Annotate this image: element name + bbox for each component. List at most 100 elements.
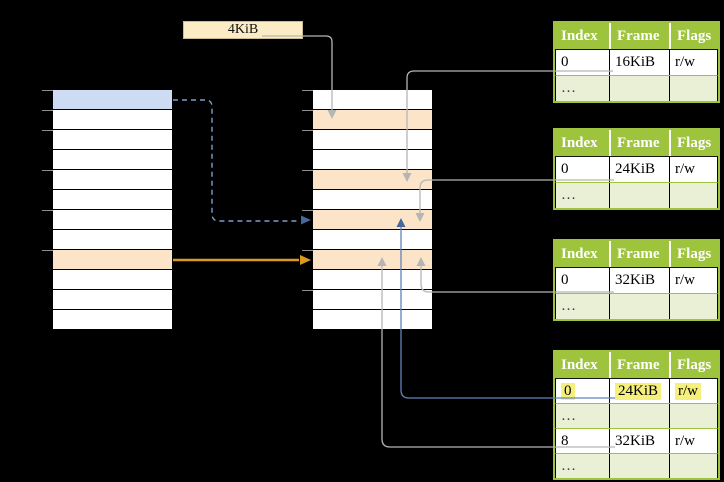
physical-memory-row-white (313, 150, 432, 170)
virtual-memory-row-white (53, 270, 172, 290)
virtual-memory-row-blue (53, 90, 172, 110)
page-table-cell: 16KiB (609, 50, 669, 75)
table-header-index: Index (561, 245, 598, 262)
page-table-cell: r/w (669, 379, 717, 403)
arrow-orange-mapping-head (300, 255, 311, 265)
virtual-memory-row-orange (53, 250, 172, 270)
address-tick (302, 210, 313, 211)
page-table-cell: 0 (561, 272, 569, 288)
physical-memory-row-orange (313, 170, 432, 190)
address-tick (302, 170, 313, 171)
table-header-frame: Frame (609, 130, 669, 156)
table-header-flags: Flags (669, 130, 718, 156)
arrow-dashed-blue-mapping (173, 99, 311, 225)
highlighted-value: 24KiB (615, 382, 662, 400)
page-table-cell: 0 (556, 379, 609, 403)
page-table-cell: … (561, 407, 576, 424)
physical-memory-row-white (313, 190, 432, 210)
page-table-cell: … (561, 457, 576, 474)
physical-memory-row-orange (313, 250, 432, 270)
virtual-memory-column (53, 90, 172, 330)
virtual-memory-row-white (53, 110, 172, 130)
physical-memory-row-white (313, 130, 432, 150)
page-table-cell: r/w (669, 429, 717, 453)
page-table-row: 0 24KiB r/w (555, 378, 718, 403)
physical-memory-row-orange (313, 110, 432, 130)
page-table-cell: … (561, 80, 576, 96)
address-tick (42, 90, 53, 91)
table-header-frame: Frame (609, 352, 669, 378)
page-table-cell: … (561, 298, 576, 314)
arrow-dashed-blue-mapping-head (301, 215, 311, 225)
page-size-label: 4KiB (183, 21, 303, 39)
address-tick (42, 170, 53, 171)
page-table-cell: … (561, 187, 576, 203)
address-tick (302, 250, 313, 251)
arrow-orange-mapping (173, 255, 311, 265)
page-table-cell: 32KiB (609, 429, 669, 453)
address-tick (42, 130, 53, 131)
page-table-cell (609, 76, 669, 101)
table-header-frame: Frame (609, 23, 669, 49)
page-table-cell (609, 404, 669, 428)
virtual-memory-row-white (53, 130, 172, 150)
virtual-memory-row-white (53, 290, 172, 310)
table-header-flags: Flags (669, 23, 718, 49)
page-table-cell: 24KiB (609, 379, 669, 403)
page-table-cell: r/w (669, 268, 717, 293)
page-table-cell (669, 183, 717, 208)
page-table-cell (609, 183, 669, 208)
page-table-cell: r/w (669, 50, 717, 75)
table-header-index: Index (561, 356, 598, 373)
address-tick (302, 290, 313, 291)
page-table-row: … (555, 403, 718, 428)
page-table-cell: 8 (561, 432, 569, 449)
address-tick (302, 110, 313, 111)
address-tick (42, 210, 53, 211)
page-table-cell (669, 294, 717, 319)
page-table-cell: 24KiB (609, 157, 669, 182)
physical-memory-row-white (313, 230, 432, 250)
page-table-row: … (555, 453, 718, 478)
address-tick (42, 110, 53, 111)
page-table-row: … (555, 75, 718, 101)
page-table-cell (609, 294, 669, 319)
physical-memory-row-white (313, 290, 432, 310)
table-header-index: Index (561, 27, 598, 44)
page-table-cell (669, 76, 717, 101)
page-table-cell: 32KiB (609, 268, 669, 293)
table-header-flags: Flags (669, 352, 718, 378)
page-table-cell: r/w (669, 157, 717, 182)
table-header-flags: Flags (669, 241, 718, 267)
table-header-index: Index (561, 134, 598, 151)
address-tick (302, 90, 313, 91)
page-table-cell: 0 (561, 161, 569, 177)
virtual-memory-row-white (53, 150, 172, 170)
page-table-cell (609, 454, 669, 478)
virtual-memory-row-white (53, 190, 172, 210)
address-tick (302, 130, 313, 131)
page-table-cell (669, 404, 717, 428)
page-table-row: … (555, 293, 718, 319)
highlighted-value: 0 (561, 382, 575, 400)
physical-memory-row-white (313, 90, 432, 110)
virtual-memory-row-white (53, 210, 172, 230)
page-table-cell: 0 (561, 54, 569, 70)
highlighted-value: r/w (675, 382, 701, 400)
virtual-memory-row-white (53, 310, 172, 330)
table-header-frame: Frame (609, 241, 669, 267)
address-tick (42, 250, 53, 251)
physical-memory-column (313, 90, 432, 330)
physical-memory-row-white (313, 270, 432, 290)
physical-memory-row-white (313, 310, 432, 330)
